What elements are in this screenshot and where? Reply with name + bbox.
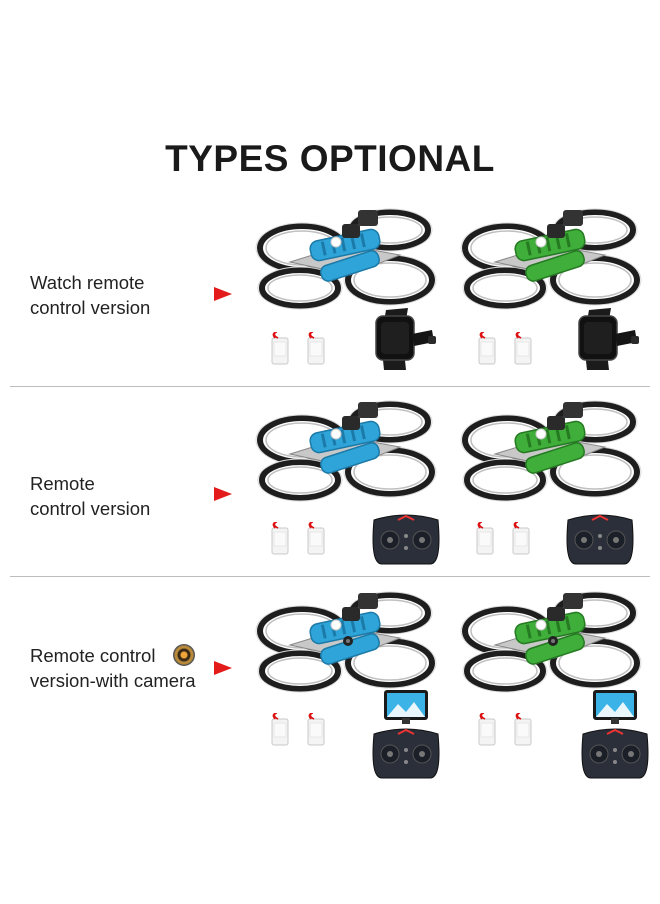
battery-pair-icon (475, 713, 545, 749)
battery-pair-icon (473, 522, 543, 558)
divider (10, 576, 650, 577)
arrow-icon (214, 661, 232, 675)
arrow-icon (214, 287, 232, 301)
drone-blue-watch (250, 200, 440, 315)
page-title: TYPES OPTIONAL (165, 138, 495, 179)
battery-pair-icon (475, 332, 545, 368)
label-line: version-with camera (30, 670, 196, 691)
label-line: control version (30, 498, 151, 519)
label-line: Remote (30, 473, 95, 494)
watch-icon (575, 300, 645, 372)
battery-pair-icon (268, 332, 338, 368)
battery-pair-icon (268, 713, 338, 749)
row-label-watch: Watch remote control version (30, 270, 150, 320)
drone-green-watch (455, 200, 645, 315)
battery-pair-icon (268, 522, 338, 558)
label-line: control version (30, 297, 151, 318)
drone-blue-remote (250, 392, 440, 507)
drone-green-remote (455, 392, 645, 507)
watch-icon (372, 300, 442, 372)
row-label-camera: Remote control version-with camera (30, 643, 196, 693)
drone-green-camera (455, 583, 645, 698)
divider (10, 386, 650, 387)
camera-icon (173, 644, 195, 666)
phone-gamepad-icon (368, 690, 444, 780)
phone-gamepad-icon (577, 690, 653, 780)
gamepad-icon (368, 508, 444, 566)
drone-blue-camera (250, 583, 440, 698)
label-line: Watch remote (30, 272, 145, 293)
arrow-icon (214, 487, 232, 501)
gamepad-icon (562, 508, 638, 566)
row-label-remote: Remote control version (30, 471, 150, 521)
label-line: Remote control (30, 645, 156, 666)
